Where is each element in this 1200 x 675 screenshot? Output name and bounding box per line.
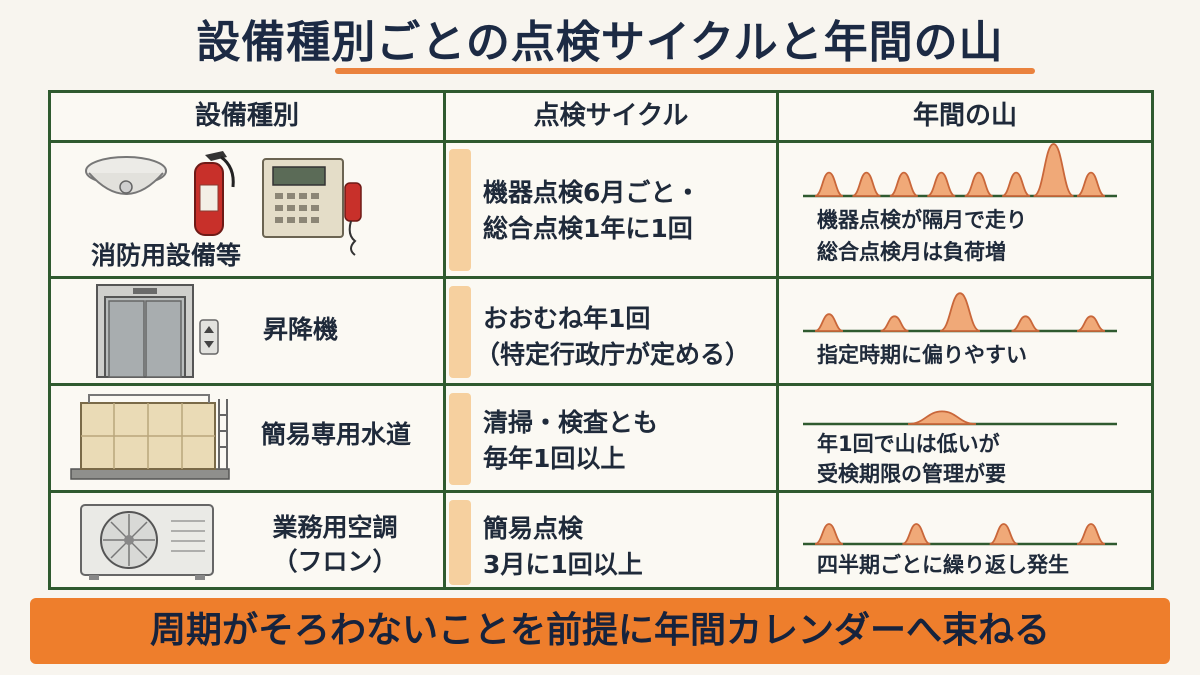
cycle-stripe: [449, 500, 471, 585]
annual-peak: [1001, 171, 1031, 197]
peak-note: 年1回で山は低いが: [817, 432, 1000, 456]
annual-peak: [1011, 315, 1040, 332]
type-label-elevator: 昇降機: [263, 315, 339, 344]
annual-peak: [1076, 171, 1106, 197]
annual-peak: [964, 171, 994, 197]
annual-peak: [880, 315, 909, 332]
elevator-icon: [96, 284, 194, 378]
type-label-fire: 消防用設備等: [91, 241, 242, 270]
column-divider: [443, 93, 446, 587]
cycle-stripe: [449, 149, 471, 271]
cycle-text: おおむね年1回: [483, 304, 651, 333]
column-divider: [776, 93, 779, 587]
cycle-stripe: [449, 393, 471, 485]
annual-peak: [814, 313, 844, 332]
annual-peak: [814, 171, 844, 197]
page-title: 設備種別ごとの点検サイクルと年間の山: [196, 17, 1004, 68]
header-cycle: 点検サイクル: [533, 101, 689, 131]
annual-peak: [852, 171, 881, 197]
row-divider: [51, 383, 1151, 386]
water-tank-icon: [70, 394, 230, 480]
annual-peak: [1033, 143, 1075, 197]
annual-peak: [902, 523, 931, 545]
peak-note: 受検期限の管理が要: [817, 462, 1006, 486]
annual-peak: [939, 292, 981, 332]
cycle-text: 総合点検1年に1回: [483, 214, 693, 243]
cycle-text: 簡易点検: [483, 514, 584, 543]
cycle-text: 機器点検6月ごと・: [483, 178, 701, 207]
fire-alarm-panel-icon: [262, 158, 362, 256]
annual-peak: [814, 523, 844, 545]
cycle-text: 3月に1回以上: [483, 550, 643, 579]
header-type: 設備種別: [194, 101, 299, 131]
conclusion-banner: [30, 598, 1170, 664]
row-divider: [51, 490, 1151, 493]
peak-note: 四半期ごとに繰り返し発生: [817, 553, 1069, 577]
annual-peak: [889, 171, 919, 197]
cycle-stripe: [449, 286, 471, 378]
header-peaks: 年間の山: [912, 101, 1017, 131]
peak-note: 指定時期に偏りやすい: [817, 343, 1027, 367]
cycle-text: 清掃・検査とも: [483, 408, 659, 437]
annual-peak: [1076, 523, 1106, 545]
type-label-aircon-sub: （フロン）: [272, 547, 398, 576]
annual-peak: [989, 523, 1018, 545]
title-underline: [335, 68, 1035, 74]
annual-peak: [907, 410, 977, 425]
conclusion-text: 周期がそろわないことを前提に年間カレンダーへ束ねる: [149, 610, 1050, 651]
row-divider: [51, 140, 1151, 143]
row-divider: [51, 276, 1151, 279]
smoke-detector-icon: [85, 156, 167, 195]
elevator-call-buttons-icon: [199, 319, 219, 355]
fire-extinguisher-icon: [194, 151, 235, 236]
type-label-aircon: 業務用空調: [272, 513, 398, 542]
cycle-text: （特定行政庁が定める）: [475, 340, 751, 369]
peak-note: 機器点検が隔月で走り: [817, 208, 1027, 232]
annual-peak: [926, 171, 956, 197]
cycle-text: 毎年1回以上: [483, 444, 626, 473]
annual-peaks-chart: [803, 143, 1117, 546]
annual-peak: [1076, 315, 1106, 332]
equipment-table: 設備種別 点検サイクル 年間の山 消防用設備等 機器点検6月ごと・ 総合点検1年…: [48, 90, 1154, 590]
peak-note: 総合点検月は負荷増: [817, 240, 1006, 264]
type-label-water: 簡易専用水道: [261, 420, 412, 449]
air-conditioner-unit-icon: [80, 504, 214, 580]
